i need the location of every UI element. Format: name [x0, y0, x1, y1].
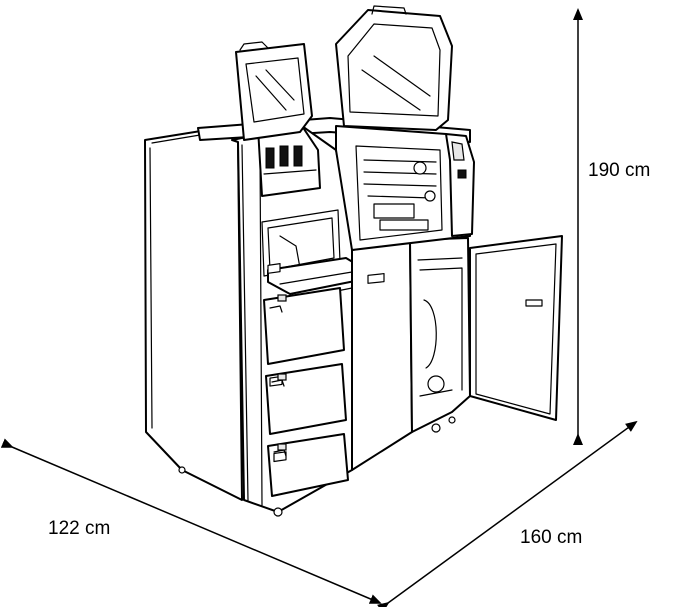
width-dimension-arrow: [0, 438, 382, 604]
control-panel: [445, 133, 475, 237]
left-side-panel: [144, 125, 243, 501]
width-dimension-label: 122 cm: [48, 518, 111, 539]
depth-dimension-label: 160 cm: [520, 527, 583, 548]
machine-illustration: [144, 5, 563, 517]
drawer-3: [267, 433, 349, 497]
drawer-1: [263, 287, 345, 365]
right-cabinet: [409, 237, 471, 433]
height-dimension-label: 190 cm: [588, 160, 651, 181]
drawer-2: [265, 363, 347, 435]
right-door-open: [469, 235, 563, 421]
depth-dimension-arrow: [376, 420, 638, 607]
